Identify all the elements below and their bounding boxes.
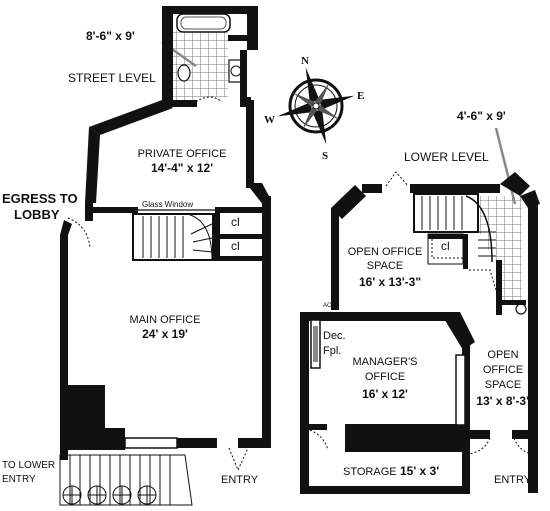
bathtub-inner — [180, 16, 227, 30]
street-level-walls — [60, 6, 271, 460]
glass-partition — [455, 354, 466, 426]
street-stairs — [132, 213, 214, 261]
private-office-label: PRIVATE OFFICE — [137, 148, 227, 160]
street-bath-tile-floor — [173, 30, 228, 100]
ac-mark: AC — [323, 303, 332, 309]
lower-level-plan — [300, 127, 540, 494]
managers-office-line2: OFFICE — [364, 371, 406, 383]
toilet-2 — [515, 303, 527, 315]
entry-label-lower: ENTRY — [494, 474, 532, 486]
egress-label-line2: LOBBY — [14, 207, 60, 222]
storage-label: STORAGE — [343, 466, 397, 478]
street-doors — [67, 96, 262, 472]
dec-fpl-line1: Dec. — [323, 330, 346, 342]
compass-n: N — [301, 55, 309, 67]
open-office-1-line1: OPEN OFFICE — [347, 246, 423, 258]
open-office-2-line2: OFFICE — [482, 364, 524, 376]
front-bay — [59, 437, 193, 506]
open-office-1-dims: 16' x 13'-3" — [358, 275, 422, 289]
managers-office-line1: MANAGER'S — [352, 356, 418, 368]
closet-label-2: cl — [231, 239, 240, 253]
lower-bath-arrow — [494, 127, 517, 205]
open-office-2-line1: OPEN — [487, 349, 519, 361]
glass-window-label: Glass Window — [142, 200, 194, 209]
compass-w: W — [264, 114, 275, 126]
street-level-plan — [59, 6, 271, 506]
dec-fpl-line2: Fpl. — [323, 345, 342, 357]
open-office-2-line3: SPACE — [484, 379, 522, 391]
private-office-dims: 14'-4" x 12' — [150, 161, 214, 175]
closet-label-3: cl — [441, 239, 450, 253]
closet-label-4: cl — [430, 429, 439, 443]
compass-s: S — [322, 150, 329, 162]
storage-dims: 15' x 3' — [400, 464, 440, 478]
lower-level-title: LOWER LEVEL — [404, 150, 489, 164]
lower-bath-dims: 4'-6" x 9' — [457, 109, 506, 123]
to-lower-entry-line2: ENTRY — [2, 474, 36, 485]
street-level-title: STREET LEVEL — [68, 71, 156, 85]
main-office-label: MAIN OFFICE — [129, 314, 201, 326]
street-bath-dims: 8'-6" x 9' — [86, 29, 135, 43]
lower-level-walls — [300, 172, 540, 494]
sink-1-basin — [230, 65, 242, 77]
compass-e: E — [357, 90, 365, 102]
open-office-2-dims: 13' x 8'-3" — [476, 394, 532, 408]
fireplace-inner — [313, 326, 318, 362]
open-office-1-line2: SPACE — [366, 260, 404, 272]
entry-label-street: ENTRY — [221, 474, 259, 486]
closet-lower — [427, 233, 464, 265]
toilet-1 — [177, 64, 191, 82]
compass-rose — [277, 67, 355, 145]
egress-label-line1: EGRESS TO — [2, 191, 78, 206]
lower-stairs — [413, 193, 496, 263]
lower-bath-tile-floor — [480, 196, 522, 300]
closet-label-1: cl — [231, 215, 240, 229]
lower-doors — [309, 171, 533, 455]
managers-office-dims: 16' x 12' — [362, 387, 408, 401]
to-lower-entry-line1: TO LOWER — [2, 460, 56, 471]
main-office-dims: 24' x 19' — [142, 327, 188, 341]
